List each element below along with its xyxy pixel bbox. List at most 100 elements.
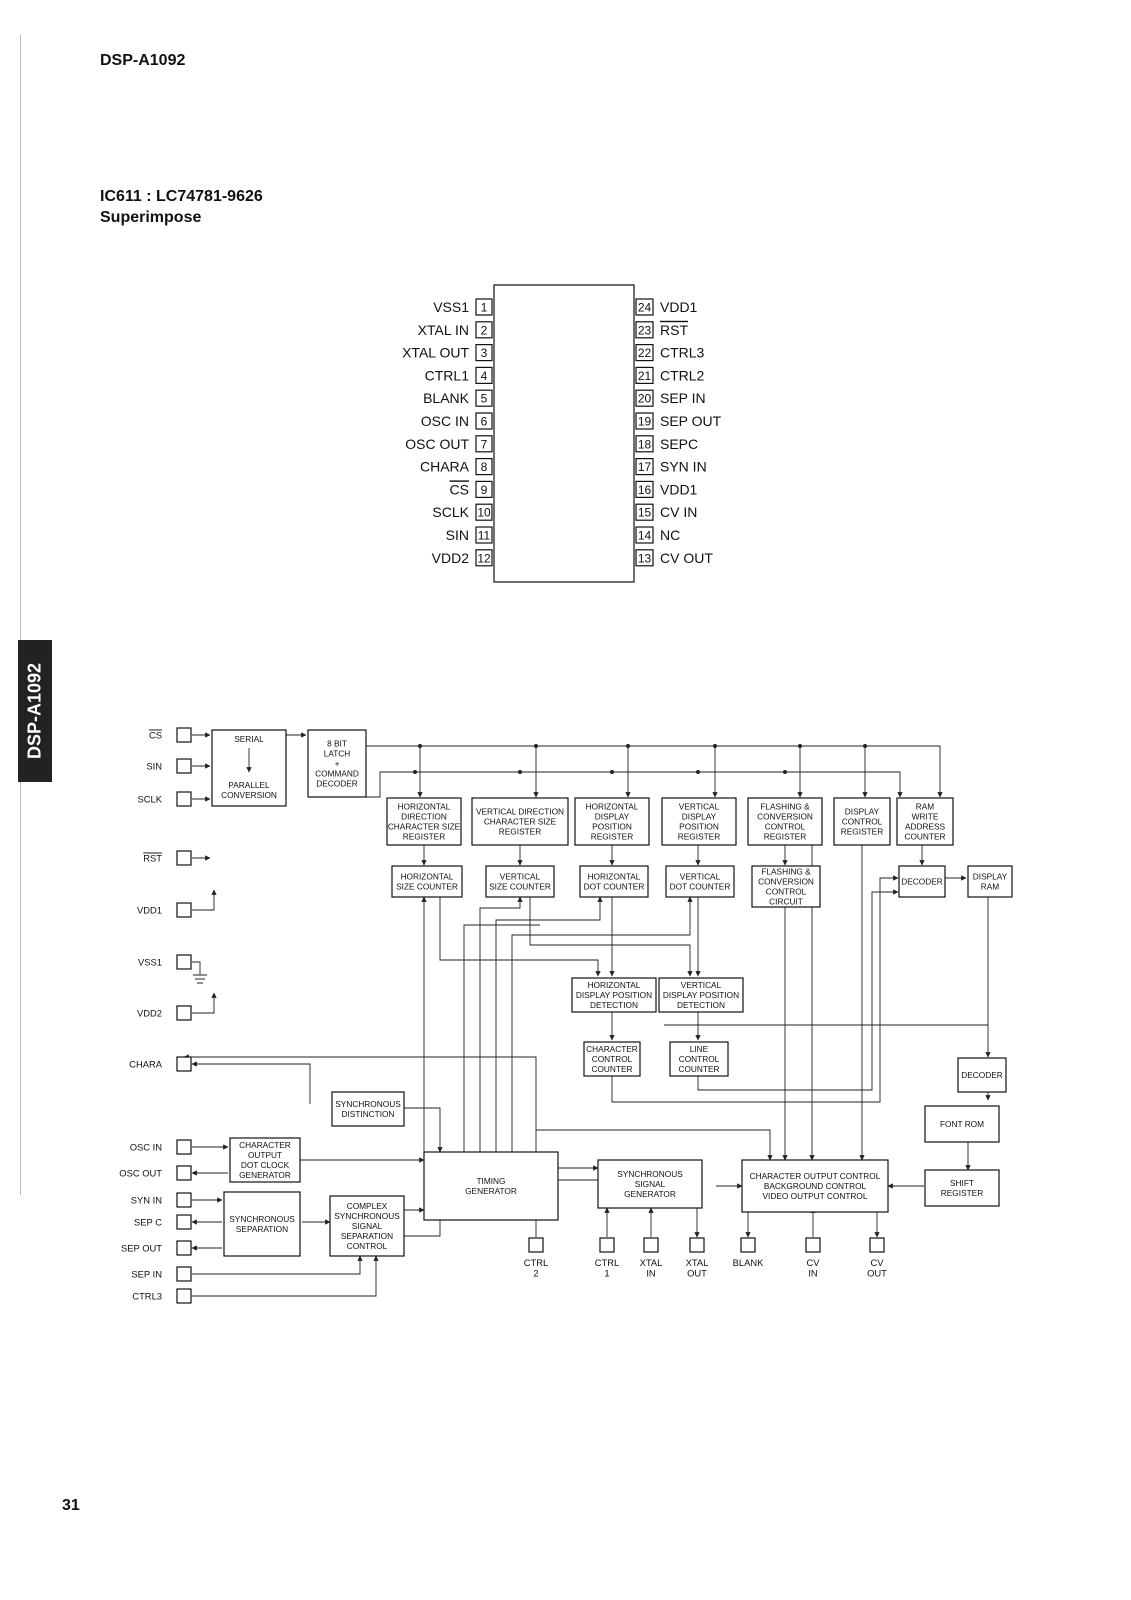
block-label: VERTICAL [679,802,720,812]
signal-wire [183,1054,537,1152]
block-label: SIGNAL [635,1179,666,1189]
block-complex: COMPLEXSYNCHRONOUSSIGNALSEPARATIONCONTRO… [329,1195,405,1257]
pin-label: SIN [146,761,162,772]
pin-box [635,389,654,407]
signal-wire [366,771,903,798]
pin-name: BLANK [423,390,470,406]
block-label: CONTROL [679,1054,720,1064]
pin-label: 2 [533,1268,538,1279]
pin-number: 8 [481,460,488,474]
pin-square [176,727,192,743]
pin-vss1: VSS1 [138,954,192,970]
signal-wire [192,961,201,975]
block-label: PARALLEL [228,780,270,790]
pin-square [176,758,192,774]
block-label: DECODER [316,779,358,789]
pin-ctrl1: CTRL1 [595,1237,619,1279]
block-label: COUNTER [904,832,945,842]
pin-square [740,1237,756,1253]
block-box [571,977,657,1013]
page-number: 31 [62,1497,80,1514]
block-box [423,1151,559,1221]
pin-label: OSC IN [130,1142,162,1153]
block-label: REGISTER [841,827,883,837]
block-label: HORIZONTAL [398,802,451,812]
block-label: HORIZONTAL [588,980,641,990]
pin-number: 4 [481,369,488,383]
pin-box [635,526,654,544]
block-fontrom: FONT ROM [924,1105,1000,1143]
pin-label: VDD1 [137,905,162,916]
pin-square [643,1237,659,1253]
block-label: DISPLAY [595,812,630,822]
pin-label: IN [808,1268,817,1279]
pin-label: CTRL [524,1257,548,1268]
block-label: SIZE COUNTER [489,882,551,892]
pin-label: VSS1 [138,957,162,968]
block-box [211,729,287,807]
pin-name: SIN [446,527,469,543]
block-label: SEPARATION [341,1231,393,1241]
junction-dot [696,770,700,774]
block-label: + [335,759,340,769]
pin-number: 24 [638,301,652,315]
block-label: GENERATOR [624,1189,676,1199]
pin-number: 2 [481,323,488,337]
block-label: REGISTER [591,832,633,842]
block-decoder1: DECODER [898,865,946,898]
pin-label: CV [806,1257,820,1268]
block-label: RAM [916,802,935,812]
pin-number: 18 [638,437,652,451]
block-box [307,729,367,798]
pin-name: VDD1 [660,299,698,315]
signal-wires [183,732,991,1297]
pin-label: CS [149,730,162,741]
block-label: DOT COUNTER [670,882,731,892]
pin-name: CHARA [420,459,470,475]
block-box [957,1057,1007,1093]
block-label: REGISTER [678,832,720,842]
pin-label: SYN IN [131,1195,162,1206]
block-box [574,797,650,846]
pin-square [805,1237,821,1253]
pin-cs: CS [149,727,192,743]
block-label: LINE [690,1044,709,1054]
pin-box [475,503,493,521]
block-label: DISTINCTION [341,1109,394,1119]
block-label: CONVERSION [758,877,814,887]
block-box [391,865,463,898]
pin-label: SCLK [138,794,163,805]
pin-number: 17 [638,460,652,474]
block-label: CHARACTER SIZE [484,817,557,827]
ic-title: IC611 : LC74781-9626 Superimpose [100,186,263,228]
block-label: REGISTER [403,832,445,842]
pin-box [475,298,493,316]
pin-box [475,412,493,430]
pin-number: 12 [477,551,491,565]
pin-label: RST [143,853,162,864]
block-label: BACKGROUND CONTROL [764,1181,867,1191]
pin-vdd1: VDD1 [137,902,192,918]
block-label: DISPLAY [845,807,880,817]
pin-box [475,344,493,362]
block-label: CONVERSION [757,812,813,822]
block-label: OUTPUT [248,1150,282,1160]
block-box [223,1191,301,1257]
block-label: CONTROL [347,1241,388,1251]
pin-box [635,435,654,453]
pin-number: 11 [478,529,491,543]
pin-box [475,321,493,339]
signal-wire [463,924,540,1152]
block-label: SIGNAL [352,1221,383,1231]
